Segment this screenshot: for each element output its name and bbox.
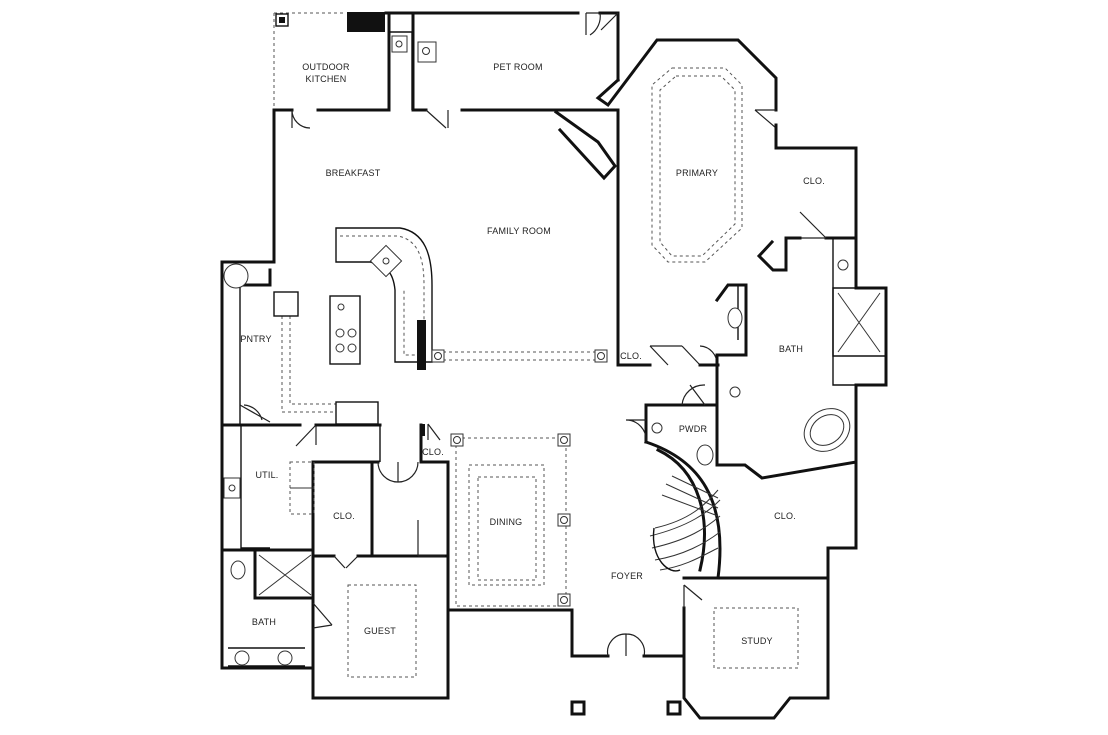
study-label: STUDY (741, 636, 773, 646)
clo-guest-label: CLO. (333, 511, 355, 521)
primary-fixtures (651, 67, 851, 466)
kitchen (223, 227, 433, 425)
clo-hall-label: CLO. (422, 447, 444, 457)
main-walls (220, 38, 888, 720)
family-room-label: FAMILY ROOM (487, 226, 551, 236)
guest-bath-label: BATH (252, 617, 276, 627)
clo-stair-label: CLO. (774, 511, 796, 521)
columns (431, 349, 608, 607)
pet-room-label: PET ROOM (493, 62, 542, 72)
utility-label: UTIL. (255, 470, 278, 480)
primary-bath-label: BATH (779, 344, 803, 354)
powder-label: PWDR (679, 424, 708, 434)
breakfast-label: BREAKFAST (326, 168, 381, 178)
pet-room-area (411, 11, 620, 129)
clo-family-label: CLO. (620, 351, 642, 361)
dining-label: DINING (490, 517, 523, 527)
guest-label: GUEST (364, 626, 396, 636)
outdoor-kitchen-area (272, 11, 414, 129)
foyer-label: FOYER (611, 571, 643, 581)
primary-label: PRIMARY (676, 168, 718, 178)
pantry-label: PNTRY (240, 334, 271, 344)
clo-primary-label: CLO. (803, 176, 825, 186)
